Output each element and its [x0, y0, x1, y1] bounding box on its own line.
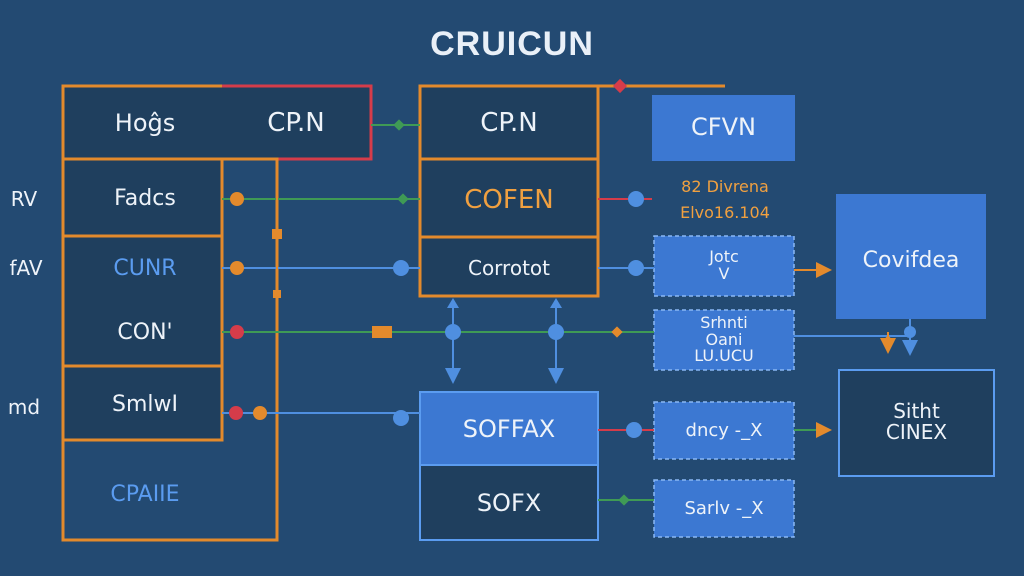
- wire-row1-diamond: [397, 193, 409, 205]
- left-bus-node-b: [273, 290, 281, 298]
- right-box-3-label: dncy -_X: [685, 419, 763, 441]
- center-connector-left-node: [445, 324, 461, 340]
- left-row-smlwi: [61, 364, 224, 442]
- right-top-box-label: CFVN: [691, 113, 756, 141]
- center-top-cofen-label: COFEN: [464, 185, 554, 215]
- side-label-fav: fAV: [9, 256, 43, 280]
- center-top-title: CP.N: [480, 108, 538, 138]
- side-label-rv: RV: [10, 187, 38, 211]
- wire-sofx-diamond: [618, 494, 630, 506]
- right-top-box: [652, 95, 795, 161]
- center-bottom-soffax: [419, 391, 599, 466]
- right-box-2-line3: LU.UCU: [694, 346, 754, 366]
- left-header-right-label: CP.N: [267, 108, 325, 138]
- left-header-box: [61, 84, 373, 161]
- wire-row1-node: [230, 192, 244, 206]
- far-right-bottom-line2: CINEX: [885, 420, 948, 444]
- wire-far-orange-diamond: [882, 335, 894, 347]
- right-box-4: [653, 479, 795, 538]
- left-row-cunr-label: CUNR: [113, 255, 177, 281]
- left-row-cunr-con: [61, 234, 224, 368]
- right-box-1-line1: Jotc: [709, 247, 739, 267]
- left-bus-node-a: [272, 229, 282, 239]
- center-connector-right-arrow-up: [550, 298, 562, 308]
- annotation-line2: Elvo16.104: [680, 202, 770, 222]
- left-row-smlwi-label: SmlwI: [112, 391, 178, 417]
- top-red-diamond: [612, 78, 628, 94]
- wire-corrotot-node: [628, 260, 644, 276]
- left-header-left-label: Hoĝs: [114, 109, 176, 137]
- wire-row4-node-b: [253, 406, 267, 420]
- right-box-4-label: Sarlv -_X: [684, 497, 764, 519]
- right-box-2-label: Srhnti Oani LU.UCU: [654, 312, 794, 368]
- left-row-con-label: CON': [117, 319, 173, 345]
- right-box-2-line2: Oani: [705, 329, 743, 349]
- center-bottom-soffax-label: SOFFAX: [462, 415, 556, 443]
- wire-cofen-node: [628, 191, 644, 207]
- far-right-bottom-label: Sitht CINEX: [839, 392, 994, 452]
- wire-row4-node-a: [229, 406, 243, 420]
- far-right-bottom-box: [838, 369, 995, 477]
- wire-row3-diamond: [611, 326, 623, 338]
- far-right-bottom-line1: Sitht: [893, 399, 940, 423]
- wire-soffax-node: [626, 422, 642, 438]
- center-top-corrotot: [418, 235, 600, 298]
- annotation-line1: 82 Divrena: [681, 176, 769, 196]
- wire-row3-block: [372, 326, 392, 338]
- center-bottom-sofx: [419, 464, 599, 541]
- wire-row2-node-b: [393, 260, 409, 276]
- wire-header-diamond: [393, 119, 405, 131]
- center-top-corrotot-label: Corrotot: [467, 256, 550, 280]
- center-bottom-sofx-label: SOFX: [476, 489, 542, 517]
- wire-row2-node-a: [230, 261, 244, 275]
- right-box-3: [653, 401, 795, 460]
- center-connector-right-node: [548, 324, 564, 340]
- wire-row3-node: [230, 325, 244, 339]
- left-header-red-edge: [222, 84, 373, 161]
- right-box-1: [653, 235, 795, 297]
- center-connector-left-arrow-up: [447, 298, 459, 308]
- far-right-top-box: [836, 194, 986, 319]
- side-label-md: md: [7, 395, 41, 419]
- wire-far-vertical-node: [904, 326, 916, 338]
- right-box-1-line2: V: [718, 264, 730, 283]
- diagram-title: CRUICUN: [430, 24, 594, 63]
- center-top-header: [418, 84, 600, 161]
- left-row-fadcs-label: Fadcs: [114, 185, 176, 211]
- wire-row4-node-c: [393, 410, 409, 426]
- right-box-2-line1: Srhnti: [700, 312, 748, 332]
- right-box-1-label: Jotc V: [654, 240, 794, 292]
- right-box-2: [653, 309, 795, 371]
- far-right-top-label: Covifdea: [862, 247, 960, 273]
- left-row-cpaiie-label: CPAIIE: [110, 481, 180, 507]
